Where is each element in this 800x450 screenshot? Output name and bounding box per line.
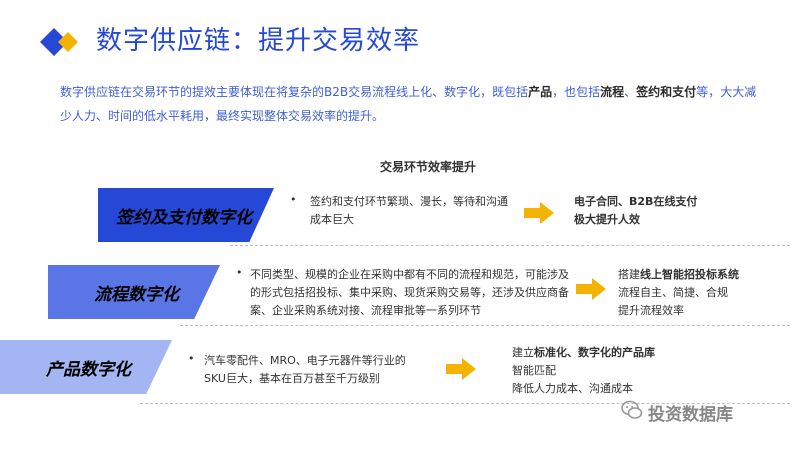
row-divider bbox=[140, 403, 790, 404]
intro-paragraph: 数字供应链在交易环节的提效主要体现在将复杂的B2B交易流程线上化、数字化，既包括… bbox=[60, 80, 760, 128]
result-line: 流程自主、简捷、合规 bbox=[618, 286, 728, 299]
bullet: • bbox=[236, 266, 243, 279]
bullet: • bbox=[188, 352, 195, 365]
band-signing-payment: 签约及支付数字化 bbox=[98, 188, 274, 242]
band-label-signing-payment: 签约及支付数字化 bbox=[116, 207, 252, 228]
intro-text-4: 等，大大减少人力、时间的低水平耗用，最终实现整体交易效率的提升。 bbox=[60, 85, 757, 123]
band-product: 产品数字化 bbox=[0, 340, 172, 394]
row-result: 建立标准化、数字化的产品库 智能匹配 降低人力成本、沟通成本 bbox=[512, 344, 655, 398]
intro-text-1: 数字供应链在交易环节的提效主要体现在将复杂的B2B交易流程线上化、数字化，既包括 bbox=[60, 85, 529, 99]
result-bold: 标准化、数字化的产品库 bbox=[534, 346, 655, 359]
row-divider bbox=[180, 325, 790, 326]
band-process: 流程数字化 bbox=[48, 265, 220, 319]
band-label-process: 流程数字化 bbox=[94, 284, 179, 305]
row-result: 电子合同、B2B在线支付 极大提升人效 bbox=[574, 193, 697, 229]
result-line: 搭建线上智能招投标系统 bbox=[618, 266, 739, 284]
bullet: • bbox=[290, 193, 297, 206]
result-prefix: 建立 bbox=[512, 346, 534, 359]
row-divider bbox=[230, 245, 790, 246]
row-description: 签约和支付环节繁琐、漫长，等待和沟通成本巨大 bbox=[310, 195, 508, 226]
result-line: 降低人力成本、沟通成本 bbox=[512, 382, 633, 395]
result-line: 电子合同、B2B在线支付 bbox=[574, 195, 698, 208]
right-arrow-icon bbox=[524, 202, 554, 224]
intro-text-3: 、 bbox=[624, 85, 637, 99]
result-line: 建立标准化、数字化的产品库 bbox=[512, 344, 655, 362]
intro-bold-process: 流程 bbox=[600, 85, 625, 99]
wechat-icon bbox=[621, 400, 643, 419]
intro-bold-product: 产品 bbox=[528, 85, 553, 99]
section-heading: 交易环节效率提升 bbox=[380, 160, 477, 174]
right-arrow-icon bbox=[576, 278, 606, 300]
row-description: 不同类型、规模的企业在采购中都有不同的流程和规范，可能涉及的形式包括招投标、集中… bbox=[250, 268, 569, 317]
right-arrow-icon bbox=[446, 358, 476, 380]
result-bold: 线上智能招投标系统 bbox=[640, 268, 739, 281]
watermark-text: 投资数据库 bbox=[648, 405, 733, 425]
intro-text-2: ，也包括 bbox=[552, 85, 601, 99]
row-description: 汽车零配件、MRO、电子元器件等行业的SKU巨大，基本在百万甚至千万级别 bbox=[204, 354, 406, 385]
page-title: 数字供应链：提升交易效率 bbox=[96, 26, 421, 56]
result-prefix: 搭建 bbox=[618, 268, 640, 281]
band-label-product: 产品数字化 bbox=[46, 359, 131, 380]
intro-bold-signing: 签约和支付 bbox=[636, 85, 697, 99]
result-line: 极大提升人效 bbox=[574, 213, 640, 226]
result-line: 智能匹配 bbox=[512, 364, 556, 377]
result-line: 提升流程效率 bbox=[618, 304, 684, 317]
diamond-logo-icon bbox=[40, 28, 78, 56]
row-result: 搭建线上智能招投标系统 流程自主、简捷、合规 提升流程效率 bbox=[618, 266, 739, 320]
